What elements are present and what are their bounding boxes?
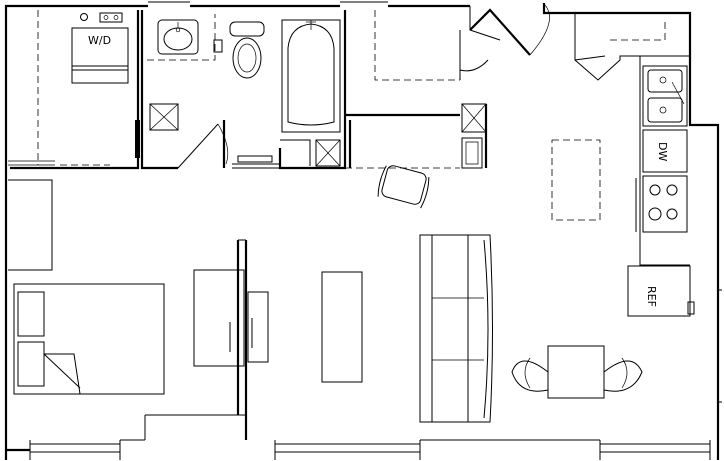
dishwasher-label: DW — [656, 142, 669, 161]
hall-closet — [462, 138, 482, 168]
dresser — [194, 270, 244, 366]
entry-hall — [345, 4, 550, 168]
kitchen-island — [552, 140, 600, 220]
toilet-tank — [230, 22, 264, 36]
living-area — [322, 163, 642, 422]
interior-walls — [8, 180, 246, 440]
dining-chair — [604, 358, 642, 391]
duct-chase — [150, 104, 178, 130]
dining-table — [548, 346, 604, 398]
kitchen-sink — [643, 66, 687, 126]
kitchen: DW REF — [552, 13, 694, 316]
refrigerator — [628, 266, 690, 316]
burner-icon — [650, 185, 660, 195]
pillow — [18, 292, 44, 336]
office-chair — [376, 163, 431, 208]
faucet-icon — [176, 28, 180, 32]
dining-chair — [512, 358, 548, 391]
coffee-table — [322, 272, 362, 382]
sofa — [420, 235, 493, 422]
duct-chase-2 — [316, 140, 340, 166]
washer-dryer — [72, 28, 128, 83]
dryer-vent-icon — [81, 14, 88, 21]
laundry-area: W/D — [8, 10, 140, 168]
toilet-bowl — [233, 38, 261, 78]
refrigerator-label: REF — [645, 286, 658, 307]
dishwasher — [643, 130, 687, 172]
sink-faucet-icon — [660, 77, 666, 83]
electrical-panel — [135, 120, 140, 158]
washer-dryer-label: W/D — [88, 34, 111, 47]
bathroom — [142, 10, 345, 168]
desk — [248, 292, 268, 362]
range — [643, 176, 687, 232]
windows — [30, 415, 710, 460]
pillow — [18, 342, 44, 386]
towel-bar — [238, 156, 272, 162]
exterior-walls — [6, 2, 722, 460]
bed — [14, 284, 164, 394]
bedroom — [14, 270, 268, 394]
sink — [158, 20, 198, 54]
